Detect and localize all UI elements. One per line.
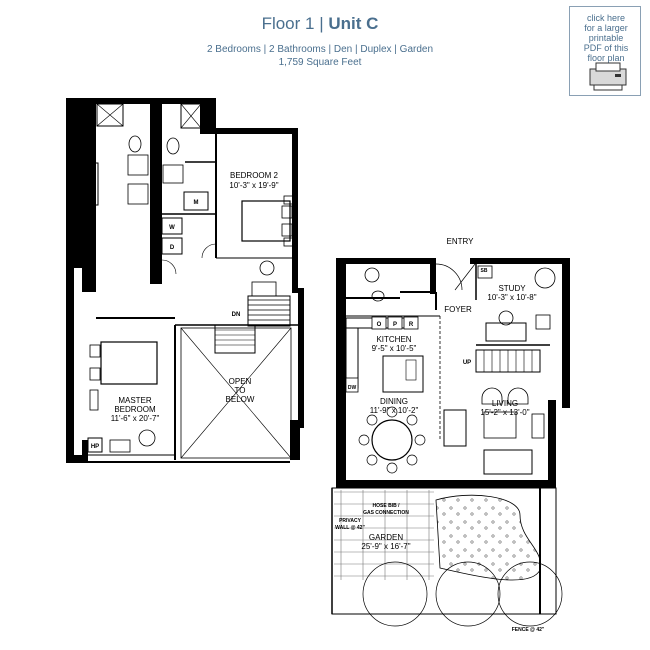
unit-sqft: 1,759 Square Feet <box>278 57 362 68</box>
kitchen-dims: 9'-5" x 10'-5" <box>372 344 417 353</box>
pdf-link-line: click here <box>586 13 625 23</box>
fence-label: FENCE @ 42" <box>512 627 545 633</box>
unit-details: 2 Bedrooms | 2 Bathrooms | Den | Duplex … <box>206 44 434 55</box>
kitchen-name: KITCHEN <box>376 335 411 344</box>
master-name2: BEDROOM <box>114 405 156 414</box>
master-name1: MASTER <box>118 396 152 405</box>
pdf-link-line: PDF of this <box>583 43 629 53</box>
pdf-link-line: for a larger <box>584 23 628 33</box>
sb-label: SB <box>481 268 488 274</box>
dn-label: DN <box>232 312 241 318</box>
r-label: R <box>409 322 414 328</box>
living-dims: 15'-2" x 13'-0" <box>480 408 529 417</box>
hp-label: HP <box>91 444 99 450</box>
privacy-label-2: WALL @ 42" <box>335 525 365 531</box>
page-title: Floor 1 | Unit C <box>180 14 460 34</box>
unit-label: Unit C <box>328 14 379 33</box>
floor-label: Floor 1 <box>261 14 315 33</box>
w-label: W <box>169 225 175 231</box>
dining-name: DINING <box>380 397 408 406</box>
garden-name: GARDEN <box>369 533 403 542</box>
d-label: D <box>170 245 175 251</box>
up-label: UP <box>463 360 471 366</box>
upper-floor-plan <box>66 98 304 463</box>
garden-dims: 25'-9" x 16'-7" <box>361 542 410 551</box>
bedroom2-name: BEDROOM 2 <box>230 171 279 180</box>
dining-dims: 11'-9" x 10'-2" <box>370 406 419 415</box>
master-dims: 11'-6" x 20'-7" <box>111 414 160 423</box>
main-floor-plan <box>331 258 570 627</box>
title-separator: | <box>319 14 324 33</box>
hose-label-2: GAS CONNECTION <box>363 510 409 516</box>
below-label: BELOW <box>226 395 255 404</box>
pdf-link-line: printable <box>588 33 624 43</box>
fixture-labels: DN UP HP M W D O P R DW SB HOSE BIB / GA… <box>91 200 545 633</box>
entry-label: ENTRY <box>447 237 475 246</box>
p-label: P <box>393 322 397 328</box>
open-label: OPEN <box>229 377 252 386</box>
privacy-label-1: PRIVACY <box>339 518 362 524</box>
hose-label-1: HOSE BIB / <box>373 503 401 509</box>
pdf-link-line: floor plan <box>587 53 625 63</box>
living-name: LIVING <box>492 399 518 408</box>
m-label: M <box>194 200 199 206</box>
foyer-label: FOYER <box>444 305 472 314</box>
study-name: STUDY <box>498 284 526 293</box>
o-label: O <box>377 322 382 328</box>
room-labels: BEDROOM 2 10'-3" x 19'-9" MASTER BEDROOM… <box>111 171 537 551</box>
dw-label: DW <box>348 385 357 391</box>
study-dims: 10'-3" x 10'-8" <box>487 293 536 302</box>
to-label: TO <box>235 386 246 395</box>
bedroom2-dims: 10'-3" x 19'-9" <box>229 181 278 190</box>
